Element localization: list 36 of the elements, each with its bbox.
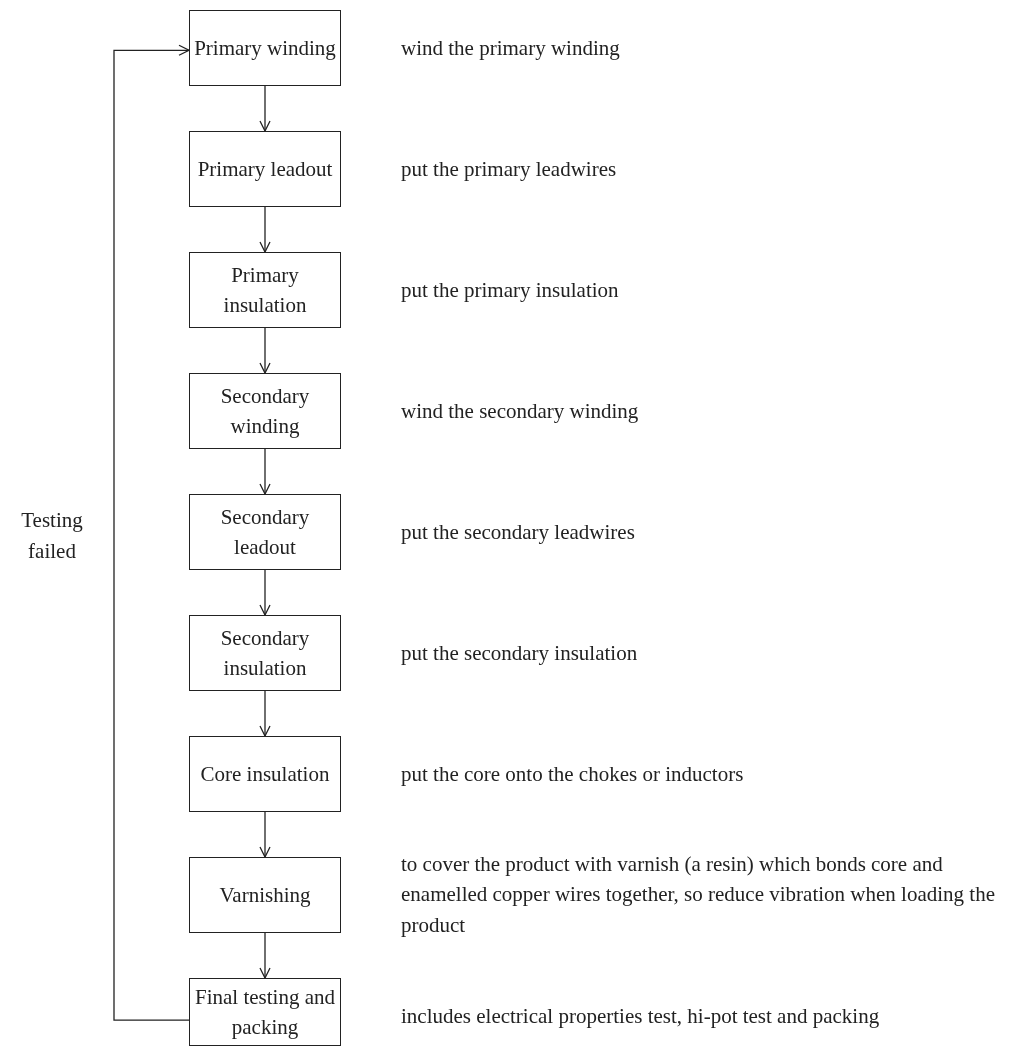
edge-label: Testing failed <box>20 507 84 565</box>
step-name: Secondary winding <box>219 382 311 440</box>
step-name: Primary winding <box>193 34 337 62</box>
step-name: Secondary leadout <box>219 503 311 561</box>
arrow <box>259 327 271 374</box>
process-box <box>189 10 341 86</box>
step-description: wind the secondary winding <box>401 397 640 425</box>
arrow <box>259 811 271 858</box>
step-description: put the core onto the chokes or inductors <box>401 760 745 788</box>
process-box <box>189 373 341 449</box>
arrow <box>259 206 271 253</box>
step-description: includes electrical properties test, hi-pot test and packing <box>401 1002 881 1030</box>
arrow <box>259 932 271 979</box>
step-name: Primary insulation <box>222 261 308 319</box>
step-description: wind the primary winding <box>401 34 621 62</box>
step-description: to cover the product with varnish (a resin) which bonds core and enamelled copper wires together, so reduce vibration when loading the product <box>401 851 996 940</box>
step-name: Secondary insulation <box>219 624 311 682</box>
process-box <box>189 615 341 691</box>
step-name: Varnishing <box>218 881 312 909</box>
arrow <box>259 690 271 737</box>
step-name: Primary leadout <box>196 155 334 183</box>
process-box <box>189 131 341 207</box>
step-description: put the secondary leadwires <box>401 518 636 546</box>
arrow <box>259 85 271 132</box>
process-box <box>189 857 341 933</box>
arrow <box>113 44 190 1021</box>
process-box <box>189 736 341 812</box>
step-name: Core insulation <box>199 760 331 788</box>
process-box <box>189 252 341 328</box>
arrow <box>259 569 271 616</box>
arrow <box>259 448 271 495</box>
step-description: put the primary insulation <box>401 276 620 304</box>
process-box <box>189 494 341 570</box>
step-name: Final testing and packing <box>194 983 336 1041</box>
step-description: put the secondary insulation <box>401 639 639 667</box>
step-description: put the primary leadwires <box>401 155 618 183</box>
